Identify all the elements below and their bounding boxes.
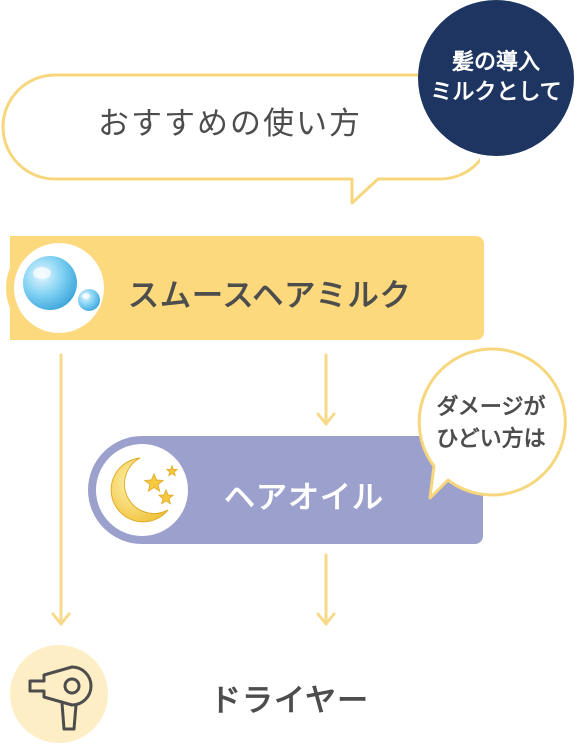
moon-stars-icon bbox=[110, 457, 179, 523]
badge-line-2: ミルクとして bbox=[430, 80, 562, 105]
usage-badge: 髪の導入 ミルクとして bbox=[418, 0, 574, 156]
oil-icon-circle bbox=[96, 444, 188, 536]
milk-icon-circle bbox=[14, 243, 104, 333]
damage-note-line-2: ひどい方は bbox=[436, 427, 546, 452]
water-drops-icon bbox=[23, 256, 100, 311]
arrowhead-milk-to-oil bbox=[316, 412, 336, 426]
milk-step-label: スムースヘアミルク bbox=[128, 278, 412, 314]
title-bubble bbox=[1, 73, 480, 205]
badge-line-1: 髪の導入 bbox=[451, 50, 540, 75]
damage-note-line-1: ダメージが bbox=[436, 395, 546, 420]
dryer-step-label: ドライヤー bbox=[210, 683, 370, 719]
damage-note: ダメージが ひどい方は bbox=[422, 392, 560, 456]
hair-dryer-icon bbox=[28, 665, 93, 731]
oil-step-label: ヘアオイル bbox=[224, 480, 384, 516]
arrowhead-oil-to-dryer bbox=[316, 612, 336, 626]
dryer-icon-circle bbox=[10, 645, 108, 743]
page-title: おすすめの使い方 bbox=[98, 106, 362, 142]
arrowhead-milk-to-dryer bbox=[51, 612, 71, 626]
damage-note-bubble bbox=[417, 347, 567, 500]
